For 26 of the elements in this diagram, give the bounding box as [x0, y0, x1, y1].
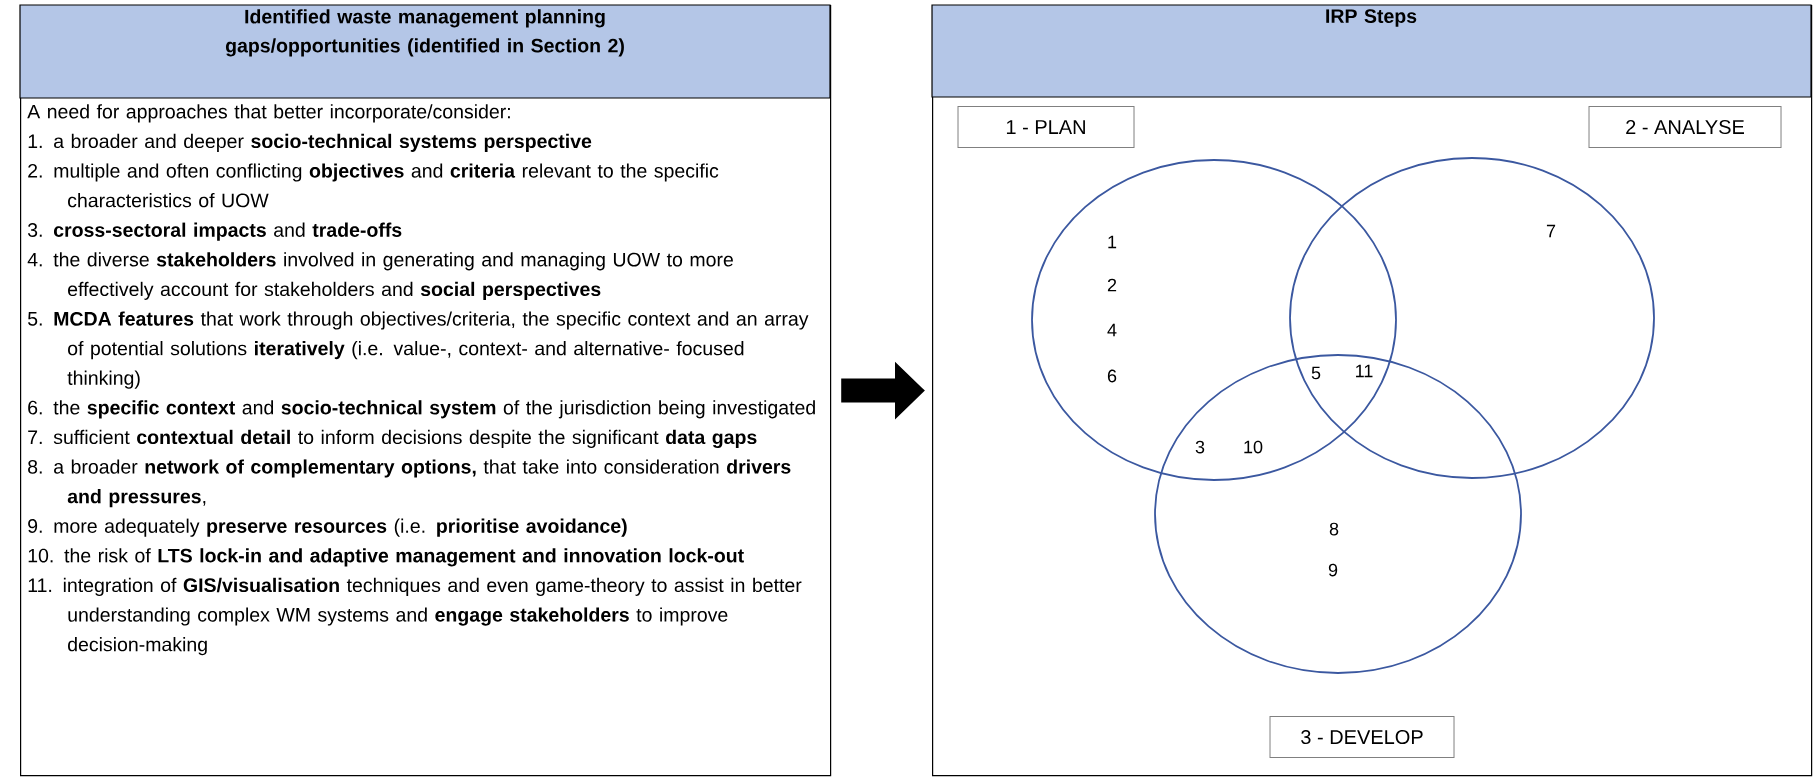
callout-number: 1 [1108, 235, 1117, 249]
callout-number: 4 [1107, 323, 1117, 337]
list-item: 6. the specific context and socio-technical system of the jurisdiction being investigated [28, 400, 815, 419]
list-item: 9. more adequately preserve resources (i.e. prioritise avoidance) [28, 518, 627, 537]
step-box: 1 - PLAN [957, 106, 1135, 148]
step-box: 2 - ANALYSE [1588, 106, 1782, 148]
callout-number: 9 [1328, 563, 1338, 577]
callout-number: 3 [1195, 440, 1205, 454]
callout-number: 8 [1329, 522, 1339, 536]
header-band: Identified waste management planning gaps/opportunities (identified in Section 2) [19, 4, 831, 99]
step-box: 3 - DEVELOP [1269, 716, 1455, 758]
list-item: 5. MCDA features that work through objectives/criteria, the specific context and an array of potential solutions iteratively (i.e. value-, context- and alternative- focused thinking) [28, 311, 809, 389]
list-item: 11. integration of GIS/visualisation techniques and even game-theory to assist in better understanding complex WM systems and engage stakeholders to improve decision-making [28, 577, 802, 656]
intro-text: A need for approaches that better incorporate/consider: [27, 104, 510, 123]
callout-number: 2 [1107, 278, 1117, 292]
callout-number: 7 [1546, 224, 1556, 238]
list-item: 1. a broader and deeper socio-technical systems perspective [28, 133, 592, 152]
list-item: 8. a broader network of complementary options, that take into consideration drivers and pressures, [28, 459, 791, 508]
list-item: 3. cross-sectoral impacts and trade-offs [27, 222, 402, 241]
callout-number: 10 [1244, 440, 1263, 454]
callout-number: 6 [1107, 369, 1117, 383]
list-item: 7. sufficient contextual detail to inform decisions despite the significant data gaps [28, 429, 757, 449]
callout-number: 11 [1356, 364, 1373, 378]
list-item: 10. the risk of LTS lock-in and adaptive management and innovation lock-out [28, 548, 744, 567]
header-band: IRP Steps [931, 4, 1812, 98]
callout-number: 5 [1311, 366, 1321, 380]
